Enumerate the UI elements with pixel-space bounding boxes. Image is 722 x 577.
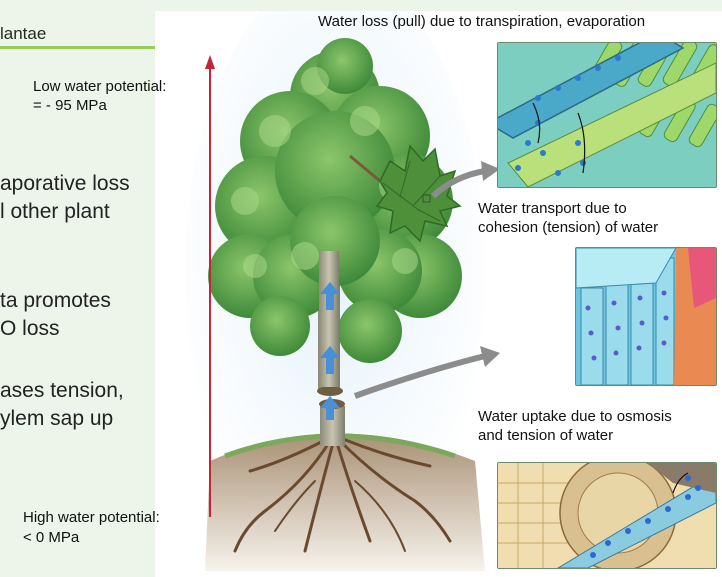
bullet-text-6: ylem sap up	[0, 407, 114, 430]
slide-title: lantae	[0, 24, 47, 43]
xylem-vessel-inset	[575, 247, 717, 386]
bullet-text-5: ases tension,	[0, 379, 124, 402]
low-potential-label: Low water potential:	[33, 78, 167, 95]
high-potential-label: High water potential:	[23, 509, 160, 526]
upward-water-flow-arrows	[320, 282, 340, 420]
flow-arrow-middle	[320, 346, 340, 374]
bullet-text-1: aporative loss	[0, 172, 130, 195]
root-cross-section-inset	[497, 462, 717, 569]
bullet-text-3: ta promotes	[0, 289, 111, 312]
water-potential-gradient-arrow	[205, 55, 215, 517]
uptake-label-line1: Water uptake due to osmosis	[478, 408, 672, 425]
bullet-text-4: O loss	[0, 317, 60, 340]
high-potential-value: < 0 MPa	[23, 529, 80, 546]
flow-arrow-upper	[320, 282, 340, 310]
bullet-text-2: l other plant	[0, 200, 110, 223]
uptake-label-line2: and tension of water	[478, 427, 614, 444]
low-potential-value: = - 95 MPa	[33, 97, 107, 114]
flow-arrow-lower	[320, 396, 340, 420]
transport-label-line2: cohesion (tension) of water	[478, 219, 659, 236]
transpiration-label: Water loss (pull) due to transpiration, …	[318, 13, 646, 30]
transport-label-line1: Water transport due to	[478, 200, 627, 217]
leaf-cross-section-inset	[497, 42, 717, 188]
